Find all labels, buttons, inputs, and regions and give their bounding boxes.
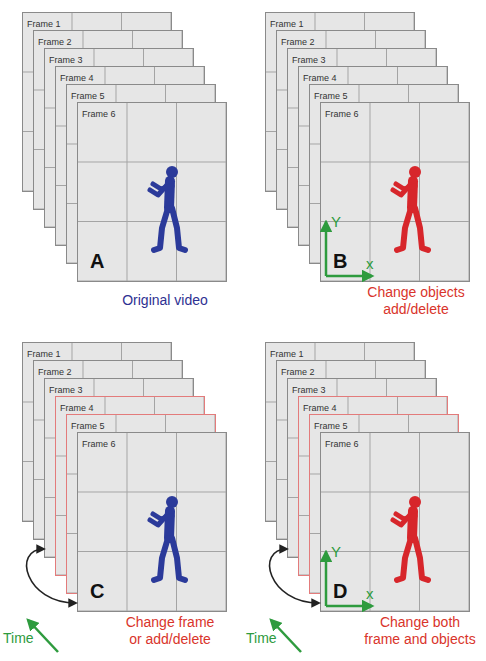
caption: Change objects add/delete (361, 284, 471, 318)
frame-label: Frame 3 (49, 385, 83, 396)
caption: Change frame or add/delete (120, 614, 220, 648)
frame-label: Frame 4 (60, 403, 94, 414)
person-figure (150, 496, 185, 580)
frame-label: Frame 5 (314, 421, 348, 432)
y-axis-arrow (325, 552, 328, 606)
frame-label: Frame 4 (60, 73, 94, 84)
curved-arrow (270, 549, 319, 603)
frame-label: Frame 1 (270, 349, 304, 360)
frame-label: Frame 5 (71, 91, 105, 102)
person-figure (393, 496, 428, 580)
frame-label: Frame 2 (38, 367, 72, 378)
frame-label: Frame 3 (292, 385, 326, 396)
panel-letter: A (90, 250, 104, 273)
frame-label: Frame 1 (27, 19, 61, 30)
x-axis-arrow (326, 275, 372, 278)
axis-label: Y (331, 543, 341, 560)
frame-label: Frame 4 (303, 73, 337, 84)
panel-letter: B (333, 250, 347, 273)
video-frame: Frame 6 C (77, 432, 227, 612)
frame-label: Frame 1 (27, 349, 61, 360)
frame-label: Frame 2 (281, 367, 315, 378)
time-axis-arrow (271, 620, 301, 652)
x-axis-arrow (326, 605, 372, 608)
axis-label: Time (246, 630, 277, 647)
curved-arrow (27, 549, 76, 603)
frame-label: Frame 5 (71, 421, 105, 432)
frame-label: Frame 6 (82, 439, 116, 450)
axis-label: Y (331, 213, 341, 230)
frame-label: Frame 2 (281, 37, 315, 48)
frame-label: Frame 3 (49, 55, 83, 66)
frame-label: Frame 2 (38, 37, 72, 48)
video-frame: Frame 6 D (320, 432, 470, 612)
video-frame: Frame 6 B (320, 102, 470, 282)
axis-label: x (366, 585, 374, 602)
y-axis-arrow (325, 222, 328, 276)
caption: Change both frame and objects (359, 614, 481, 648)
person-figure (393, 166, 428, 250)
frame-label: Frame 6 (325, 439, 359, 450)
caption: Original video (100, 292, 230, 309)
axis-label: x (366, 255, 374, 272)
person-figure (150, 166, 185, 250)
video-frame: Frame 6 A (77, 102, 227, 282)
panel-letter: D (333, 580, 347, 603)
axis-label: Time (3, 630, 34, 647)
frame-label: Frame 6 (325, 109, 359, 120)
frame-label: Frame 1 (270, 19, 304, 30)
frame-label: Frame 5 (314, 91, 348, 102)
panel-letter: C (90, 580, 104, 603)
frame-label: Frame 6 (82, 109, 116, 120)
frame-label: Frame 4 (303, 403, 337, 414)
frame-label: Frame 3 (292, 55, 326, 66)
time-axis-arrow (28, 620, 58, 652)
